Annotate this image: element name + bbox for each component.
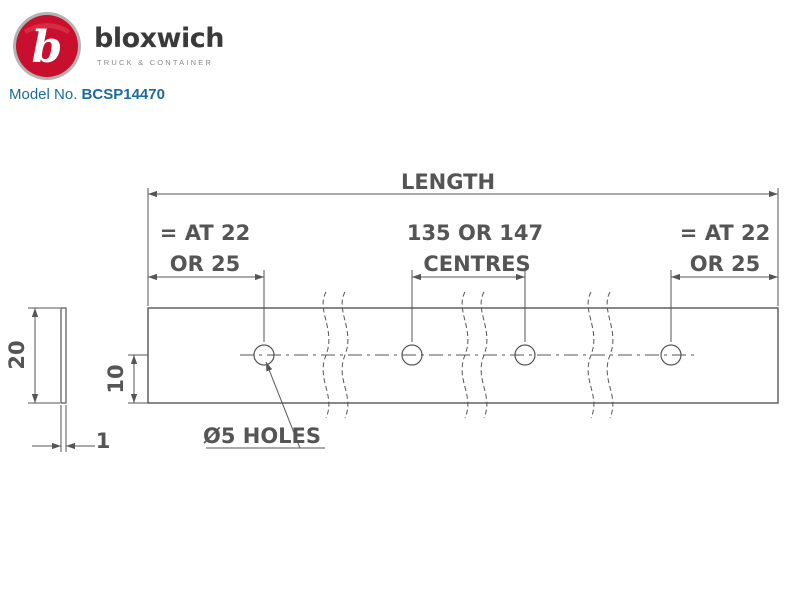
holes-leader — [265, 361, 301, 449]
brand-tagline: TRUCK & CONTAINER — [97, 58, 214, 67]
hole-2 — [401, 344, 423, 366]
hole-3 — [514, 344, 536, 366]
side-view — [60, 307, 67, 404]
centre-pitch-line2: CENTRES — [423, 252, 530, 276]
right-pitch-line2: OR 25 — [690, 252, 761, 276]
left-pitch-line2: OR 25 — [170, 252, 241, 276]
length-label: LENGTH — [401, 170, 495, 194]
hole-height-label: 10 — [104, 364, 128, 393]
hole-4 — [660, 344, 682, 366]
holes-label: Ø5 HOLES — [203, 424, 321, 448]
model-prefix: Model No. — [9, 86, 78, 103]
centre-pitch-line1: 135 OR 147 — [407, 221, 543, 245]
hole-1 — [253, 344, 275, 366]
bloxwich-logo-icon: b — [13, 12, 81, 80]
brand-logo: b bloxwich TRUCK & CONTAINER — [10, 8, 230, 88]
thickness-label: 1 — [96, 429, 111, 453]
model-code: BCSP14470 — [81, 86, 165, 103]
height-label: 20 — [5, 340, 29, 369]
logo-letter: b — [32, 22, 63, 73]
right-pitch-line1: = AT 22 — [680, 221, 770, 245]
brand-name: bloxwich — [94, 23, 224, 54]
left-pitch-line1: = AT 22 — [160, 221, 250, 245]
model-number: Model No. BCSP14470 — [9, 86, 165, 103]
